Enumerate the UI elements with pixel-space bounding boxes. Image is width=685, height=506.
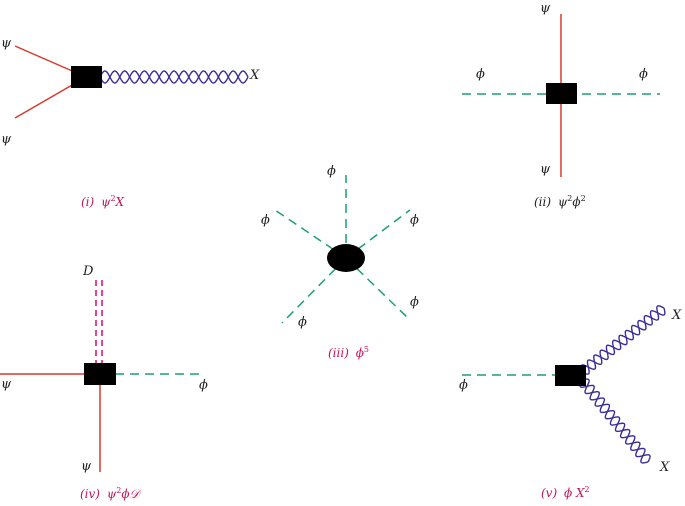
helix-strand-1 — [581, 307, 666, 375]
helix-strand-1 — [99, 70, 249, 84]
caption-v: (v) ϕ X2 — [541, 485, 590, 500]
vertex-box — [71, 66, 102, 88]
diagram-v: ϕ X X (v) ϕ X2 — [459, 305, 682, 500]
psi-label-bottom: ψ — [540, 162, 551, 177]
caption-iv: (iv) ψ2ϕ𝒟 — [80, 486, 142, 501]
phi-label-top: ϕ — [327, 164, 336, 179]
helix-strand-2 — [99, 70, 249, 84]
phi-label-left: ϕ — [476, 67, 485, 82]
phi-label-right: ϕ — [199, 378, 208, 393]
x-label-upper: X — [671, 308, 682, 323]
vertex-box — [84, 363, 116, 385]
helix-strand-2 — [581, 378, 651, 463]
diagram-iii: ϕ ϕ ϕ ϕ ϕ (iii) ϕ5 — [261, 164, 419, 360]
phi-label-lower-left: ϕ — [298, 315, 307, 330]
vertex-box — [546, 83, 577, 104]
helix-strand-1 — [579, 379, 649, 464]
psi-label-lower: ψ — [1, 132, 12, 147]
d-label: D — [82, 264, 94, 279]
caption-i: (i) ψ2X — [81, 194, 125, 209]
gauge-boson-line-upper — [580, 305, 666, 375]
phi-label-right: ϕ — [639, 67, 648, 82]
x-label-lower: X — [659, 460, 670, 475]
psi-label-left: ψ — [1, 377, 12, 392]
diagram-ii: ψ ψ ϕ ϕ (ii) ψ2ϕ2 — [462, 1, 660, 209]
scalar-leg-upper-right — [345, 209, 411, 259]
psi-label-upper: ψ — [1, 36, 12, 51]
caption-ii: (ii) ψ2ϕ2 — [534, 194, 586, 209]
psi-label-top: ψ — [540, 1, 551, 16]
diagram-iv: D ψ ψ ϕ (iv) ψ2ϕ𝒟 — [0, 264, 208, 501]
phi-label-upper-left: ϕ — [261, 213, 270, 228]
vertex-box — [555, 365, 586, 386]
helix-strand-2 — [580, 305, 665, 373]
gauge-boson-line-lower — [579, 378, 651, 464]
psi-label-bottom: ψ — [81, 459, 92, 474]
caption-iii: (iii) ϕ5 — [328, 345, 369, 360]
phi-label-left: ϕ — [459, 378, 468, 393]
vertex-blob — [327, 244, 365, 272]
phi-label-lower-right: ϕ — [410, 295, 419, 310]
diagram-i: ψ ψ X (i) ψ2X — [1, 36, 260, 209]
x-label: X — [249, 68, 260, 83]
gauge-boson-line — [99, 70, 249, 84]
phi-label-upper-right: ϕ — [410, 213, 419, 228]
